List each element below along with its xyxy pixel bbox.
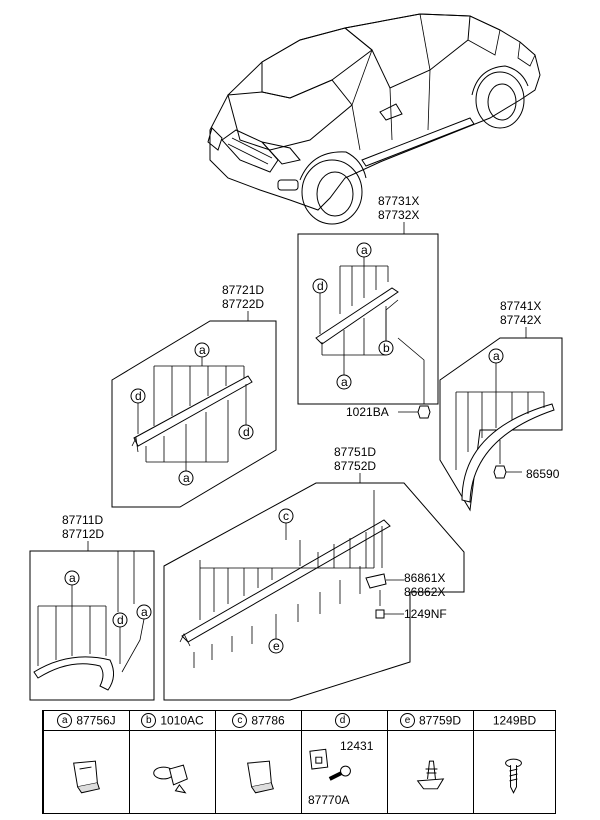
legend-part-number: 87786: [251, 713, 285, 728]
legend-letter: d: [335, 713, 350, 729]
group-87711d: 87711D 87712D a d a: [29, 513, 155, 701]
callout-87752d: 87752D: [334, 459, 376, 473]
push-clip-icon: [153, 764, 188, 794]
clip-and-screw-icon: [309, 748, 351, 781]
legend-letter: b: [141, 713, 157, 729]
svg-text:a: a: [199, 343, 206, 357]
legend-part-number: 87756J: [76, 713, 116, 728]
legend-part-number: 1010AC: [160, 713, 204, 728]
svg-text:a: a: [141, 605, 148, 619]
svg-text:a: a: [183, 471, 190, 485]
legend-part-number: 1249BD: [492, 713, 537, 728]
legend-letter: a: [57, 713, 73, 729]
legend-cell-screw: 1249BD: [473, 711, 555, 813]
svg-text:a: a: [69, 571, 76, 585]
callout-1021ba: 1021BA: [346, 405, 389, 419]
svg-text:d: d: [135, 389, 142, 403]
svg-text:c: c: [283, 509, 289, 523]
svg-text:a: a: [341, 375, 348, 389]
svg-text:e: e: [273, 639, 280, 653]
callout-87731x: 87731X: [378, 194, 419, 208]
callout-87722d: 87722D: [222, 297, 264, 311]
group-87731x: 87731X 87732X a a d b 1021BA: [297, 194, 439, 419]
group-87741x: 87741X 87742X a 86590: [439, 299, 563, 512]
clip-icon: [247, 760, 274, 794]
callout-86862x: 86862X: [404, 585, 445, 599]
vehicle-illustration: [207, 13, 541, 225]
clip-icon: [73, 760, 100, 794]
svg-text:a: a: [493, 349, 500, 363]
callout-87742x: 87742X: [500, 313, 541, 327]
legend-sub-part-top: 12431: [340, 739, 374, 753]
legend-header-row: [43, 711, 555, 731]
callout-87711d: 87711D: [62, 513, 103, 527]
letter-a: a: [361, 243, 368, 257]
legend-letter: e: [399, 713, 415, 729]
screw-icon: [505, 758, 522, 794]
callout-87721d: 87721D: [222, 283, 264, 297]
callout-87741x: 87741X: [500, 299, 541, 313]
callout-86861x: 86861X: [404, 571, 445, 585]
callout-87751d: 87751D: [334, 445, 376, 459]
legend-part-number: 87759D: [418, 713, 462, 728]
legend-cell-d: d 12431 87770A: [301, 711, 387, 813]
svg-text:d: d: [243, 425, 250, 439]
callout-1249nf: 1249NF: [404, 607, 447, 621]
group-87721d: 87721D 87722D a a d d: [111, 283, 277, 508]
legend-letter: c: [232, 713, 248, 729]
svg-text:d: d: [117, 613, 124, 627]
legend-sub-part-bottom: 87770A: [308, 793, 350, 807]
svg-text:b: b: [383, 341, 390, 355]
rivet-clip-icon: [416, 760, 445, 790]
group-87751d: 87751D 87752D c e 86861X 86862X 1249NF: [163, 445, 465, 701]
callout-87712d: 87712D: [62, 527, 104, 541]
callout-86590: 86590: [526, 467, 560, 481]
svg-text:d: d: [317, 279, 324, 293]
callout-87732x: 87732X: [378, 208, 419, 222]
